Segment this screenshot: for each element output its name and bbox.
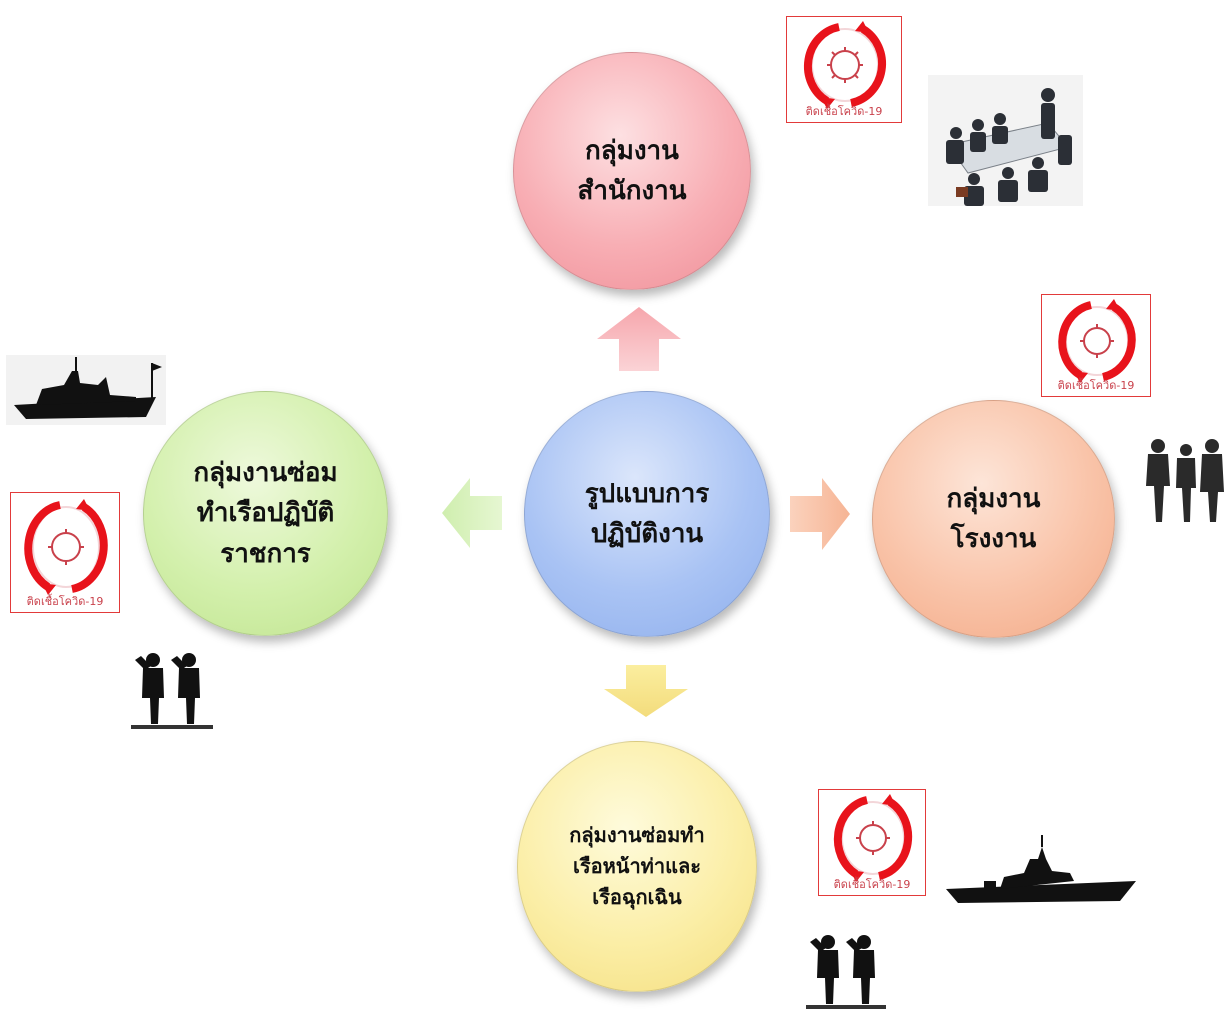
- node-office-line-2: สำนักงาน: [577, 176, 687, 206]
- meeting-people-icon: [928, 75, 1083, 206]
- saluting-soldiers-icon: [131, 653, 213, 729]
- node-ship-repair-ops-group: กลุ่มงานซ่อม ทำเรือปฏิบัติ ราชการ: [143, 391, 388, 636]
- node-office-group: กลุ่มงาน สำนักงาน: [513, 52, 751, 290]
- node-office-line-1: กลุ่มงาน: [585, 135, 679, 166]
- badge-caption: ติดเชื้อโควิด-19: [805, 105, 883, 118]
- badge-caption: ติดเชื้อโควิด-19: [26, 595, 104, 608]
- node-left-line-2: ทำเรือปฏิบัติ: [196, 498, 335, 529]
- badge-caption: ติดเชื้อโควิด-19: [1057, 379, 1135, 392]
- node-bottom-line-1: กลุ่มงานซ่อมทำ: [569, 823, 705, 847]
- node-center-work-format: รูปแบบการ ปฏิบัติงาน: [524, 391, 770, 637]
- ship-silhouette-icon: [946, 835, 1136, 903]
- virus-badge-icon: ติดเชื้อโควิด-19: [1041, 294, 1151, 397]
- node-left-line-3: ราชการ: [220, 538, 311, 569]
- node-bottom-line-3: เรือฉุกเฉิน: [592, 885, 682, 909]
- saluting-soldiers-icon: [806, 935, 886, 1009]
- arrow-right: [790, 478, 850, 550]
- node-bottom-line-2: เรือหน้าท่าและ: [573, 854, 701, 878]
- node-right-line-2: โรงงาน: [950, 524, 1037, 554]
- node-right-line-1: กลุ่มงาน: [946, 483, 1041, 514]
- arrow-left: [442, 478, 502, 548]
- node-left-line-1: กลุ่มงานซ่อม: [193, 458, 338, 489]
- node-center-line-1: รูปแบบการ: [584, 478, 710, 509]
- virus-badge-icon: ติดเชื้อโควิด-19: [818, 789, 926, 896]
- node-factory-group: กลุ่มงาน โรงงาน: [872, 400, 1115, 638]
- ship-silhouette-icon: [6, 355, 166, 425]
- arrow-up: [597, 307, 681, 371]
- virus-badge-icon: ติดเชื้อโควิด-19: [786, 16, 902, 123]
- virus-badge-icon: ติดเชื้อโควิด-19: [10, 492, 120, 613]
- standing-people-icon: [1146, 439, 1224, 522]
- node-center-line-2: ปฏิบัติงาน: [590, 519, 704, 549]
- badge-caption: ติดเชื้อโควิด-19: [833, 878, 911, 891]
- node-pier-emergency-repair-group: กลุ่มงานซ่อมทำ เรือหน้าท่าและ เรือฉุกเฉิ…: [517, 741, 757, 992]
- arrow-down: [604, 665, 688, 717]
